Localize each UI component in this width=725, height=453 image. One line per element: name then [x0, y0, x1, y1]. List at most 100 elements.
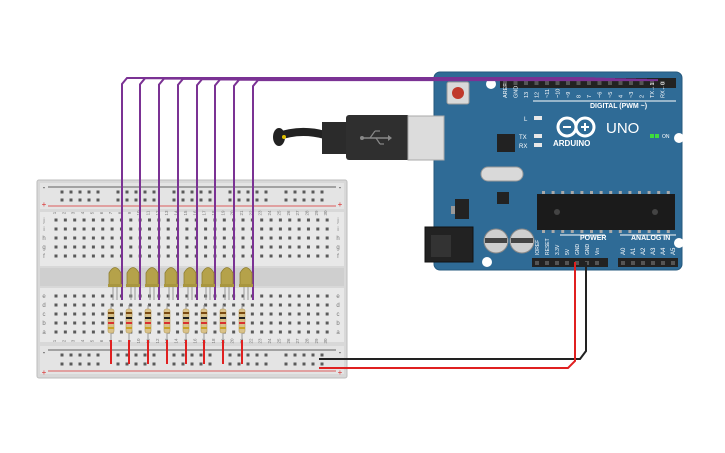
breadboard-hole[interactable] [316, 236, 320, 240]
breadboard-hole[interactable] [82, 321, 86, 325]
breadboard-hole[interactable] [157, 330, 161, 334]
breadboard-hole[interactable] [63, 227, 67, 231]
header-pin[interactable] [618, 81, 623, 85]
breadboard-hole[interactable] [297, 254, 301, 258]
breadboard-hole[interactable] [185, 303, 189, 307]
header-pin[interactable] [535, 261, 539, 265]
breadboard-hole[interactable] [241, 218, 245, 222]
breadboard-hole[interactable] [306, 294, 310, 298]
rail-hole[interactable] [255, 190, 259, 194]
breadboard-hole[interactable] [54, 321, 58, 325]
breadboard-hole[interactable] [204, 245, 208, 249]
breadboard-hole[interactable] [288, 236, 292, 240]
breadboard-hole[interactable] [241, 245, 245, 249]
rail-hole[interactable] [228, 362, 232, 366]
rail-hole[interactable] [284, 198, 288, 202]
breadboard-hole[interactable] [241, 303, 245, 307]
breadboard-hole[interactable] [260, 321, 264, 325]
breadboard-hole[interactable] [297, 218, 301, 222]
header-pin[interactable] [566, 81, 570, 85]
header-pin[interactable] [608, 81, 612, 85]
breadboard-hole[interactable] [213, 303, 217, 307]
breadboard-hole[interactable] [166, 227, 170, 231]
rail-hole[interactable] [302, 198, 306, 202]
header-pin[interactable] [595, 261, 599, 265]
breadboard-hole[interactable] [316, 312, 320, 316]
breadboard-hole[interactable] [82, 312, 86, 316]
breadboard-hole[interactable] [269, 330, 273, 334]
rail-hole[interactable] [199, 190, 203, 194]
rail-hole[interactable] [284, 362, 288, 366]
breadboard-hole[interactable] [54, 330, 58, 334]
breadboard-hole[interactable] [63, 236, 67, 240]
rail-hole[interactable] [87, 362, 91, 366]
rail-hole[interactable] [69, 198, 73, 202]
breadboard-hole[interactable] [101, 294, 105, 298]
rail-hole[interactable] [96, 198, 100, 202]
breadboard-hole[interactable] [138, 321, 142, 325]
breadboard-hole[interactable] [185, 254, 189, 258]
rail-hole[interactable] [134, 362, 138, 366]
rail-hole[interactable] [302, 362, 306, 366]
breadboard-hole[interactable] [260, 330, 264, 334]
breadboard-hole[interactable] [297, 330, 301, 334]
breadboard-hole[interactable] [110, 303, 114, 307]
rail-hole[interactable] [228, 198, 232, 202]
rail-hole[interactable] [320, 362, 324, 366]
breadboard-hole[interactable] [204, 236, 208, 240]
resistor[interactable] [200, 305, 208, 340]
rail-hole[interactable] [237, 353, 241, 357]
resistor[interactable] [144, 305, 152, 340]
breadboard-hole[interactable] [54, 245, 58, 249]
breadboard-hole[interactable] [138, 330, 142, 334]
rail-hole[interactable] [78, 198, 82, 202]
breadboard-hole[interactable] [204, 254, 208, 258]
breadboard-hole[interactable] [325, 303, 329, 307]
breadboard-hole[interactable] [63, 321, 67, 325]
header-pin[interactable] [534, 81, 539, 85]
reset-button[interactable] [446, 81, 470, 105]
resistor[interactable] [125, 305, 133, 340]
rail-hole[interactable] [152, 353, 156, 357]
header-pin[interactable] [650, 81, 654, 85]
rail-hole[interactable] [246, 353, 250, 357]
breadboard-hole[interactable] [278, 312, 282, 316]
rail-hole[interactable] [246, 198, 250, 202]
breadboard-hole[interactable] [222, 254, 226, 258]
breadboard-hole[interactable] [306, 330, 310, 334]
rail-hole[interactable] [143, 190, 147, 194]
breadboard-hole[interactable] [82, 330, 86, 334]
breadboard-hole[interactable] [325, 245, 329, 249]
breadboard-hole[interactable] [288, 321, 292, 325]
breadboard-hole[interactable] [204, 218, 208, 222]
rail-hole[interactable] [320, 198, 324, 202]
breadboard-hole[interactable] [176, 312, 180, 316]
breadboard-hole[interactable] [213, 321, 217, 325]
breadboard-hole[interactable] [288, 294, 292, 298]
breadboard-hole[interactable] [194, 303, 198, 307]
breadboard-hole[interactable] [101, 227, 105, 231]
breadboard-hole[interactable] [54, 227, 58, 231]
breadboard-hole[interactable] [241, 227, 245, 231]
led[interactable] [108, 267, 122, 301]
rail-hole[interactable] [125, 362, 129, 366]
breadboard-hole[interactable] [316, 303, 320, 307]
breadboard-hole[interactable] [101, 254, 105, 258]
breadboard-hole[interactable] [316, 227, 320, 231]
breadboard-hole[interactable] [260, 312, 264, 316]
rail-hole[interactable] [116, 362, 120, 366]
breadboard-hole[interactable] [185, 245, 189, 249]
breadboard-hole[interactable] [306, 254, 310, 258]
breadboard-hole[interactable] [63, 254, 67, 258]
header-pin[interactable] [576, 81, 581, 85]
breadboard-hole[interactable] [316, 294, 320, 298]
rail-hole[interactable] [96, 190, 100, 194]
rail-hole[interactable] [87, 198, 91, 202]
rail-hole[interactable] [208, 362, 212, 366]
breadboard-hole[interactable] [297, 294, 301, 298]
header-pin[interactable] [545, 81, 549, 85]
rail-hole[interactable] [284, 190, 288, 194]
breadboard-hole[interactable] [129, 227, 133, 231]
breadboard-hole[interactable] [82, 303, 86, 307]
